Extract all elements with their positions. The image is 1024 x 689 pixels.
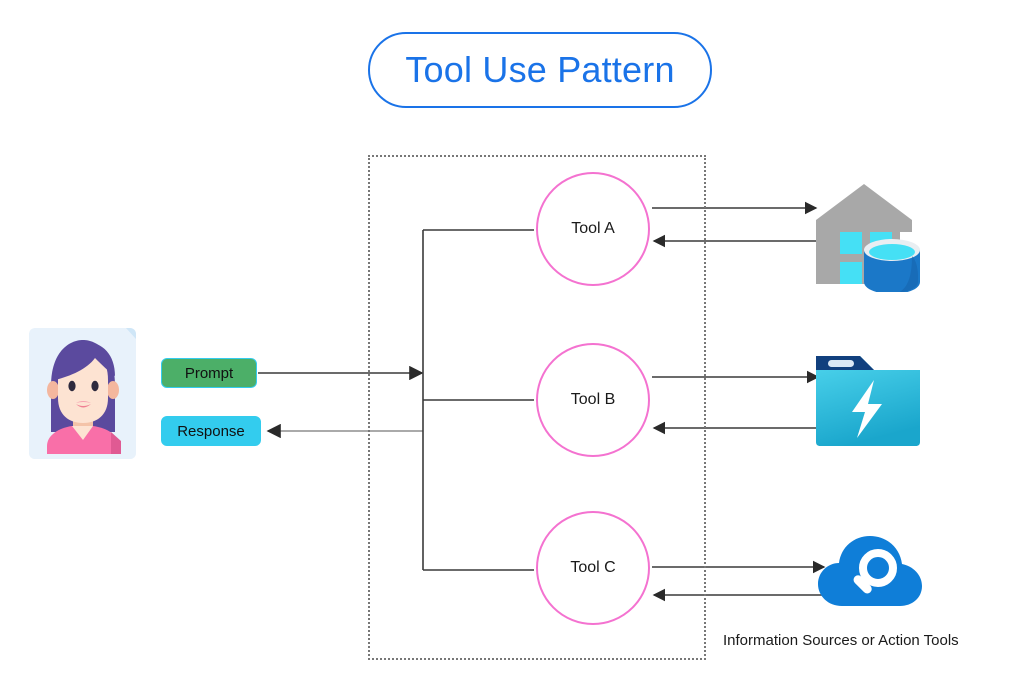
tool-node-b[interactable]: Tool B xyxy=(536,343,650,457)
response-chip-label: Response xyxy=(177,422,245,440)
tool-node-a-label: Tool A xyxy=(571,220,615,237)
user-avatar-icon xyxy=(29,328,136,459)
tool-node-c-label: Tool C xyxy=(570,559,616,576)
tool-node-a[interactable]: Tool A xyxy=(536,172,650,286)
user-avatar xyxy=(29,328,136,459)
agent-container xyxy=(368,155,706,660)
function-app-glyph xyxy=(816,356,920,446)
page-title: Tool Use Pattern xyxy=(368,32,712,108)
data-warehouse-icon xyxy=(808,176,926,294)
tool-node-c[interactable]: Tool C xyxy=(536,511,650,625)
cloud-search-glyph xyxy=(818,536,922,606)
prompt-chip[interactable]: Prompt xyxy=(161,358,257,388)
function-app-icon xyxy=(812,350,924,448)
external-resources-caption: Information Sources or Action Tools xyxy=(723,632,959,649)
page-title-text: Tool Use Pattern xyxy=(405,49,675,90)
cloud-search-icon xyxy=(816,532,924,612)
prompt-chip-label: Prompt xyxy=(184,364,234,382)
data-warehouse-glyph xyxy=(816,184,920,294)
tool-node-b-label: Tool B xyxy=(570,391,616,408)
response-chip[interactable]: Response xyxy=(161,416,261,446)
